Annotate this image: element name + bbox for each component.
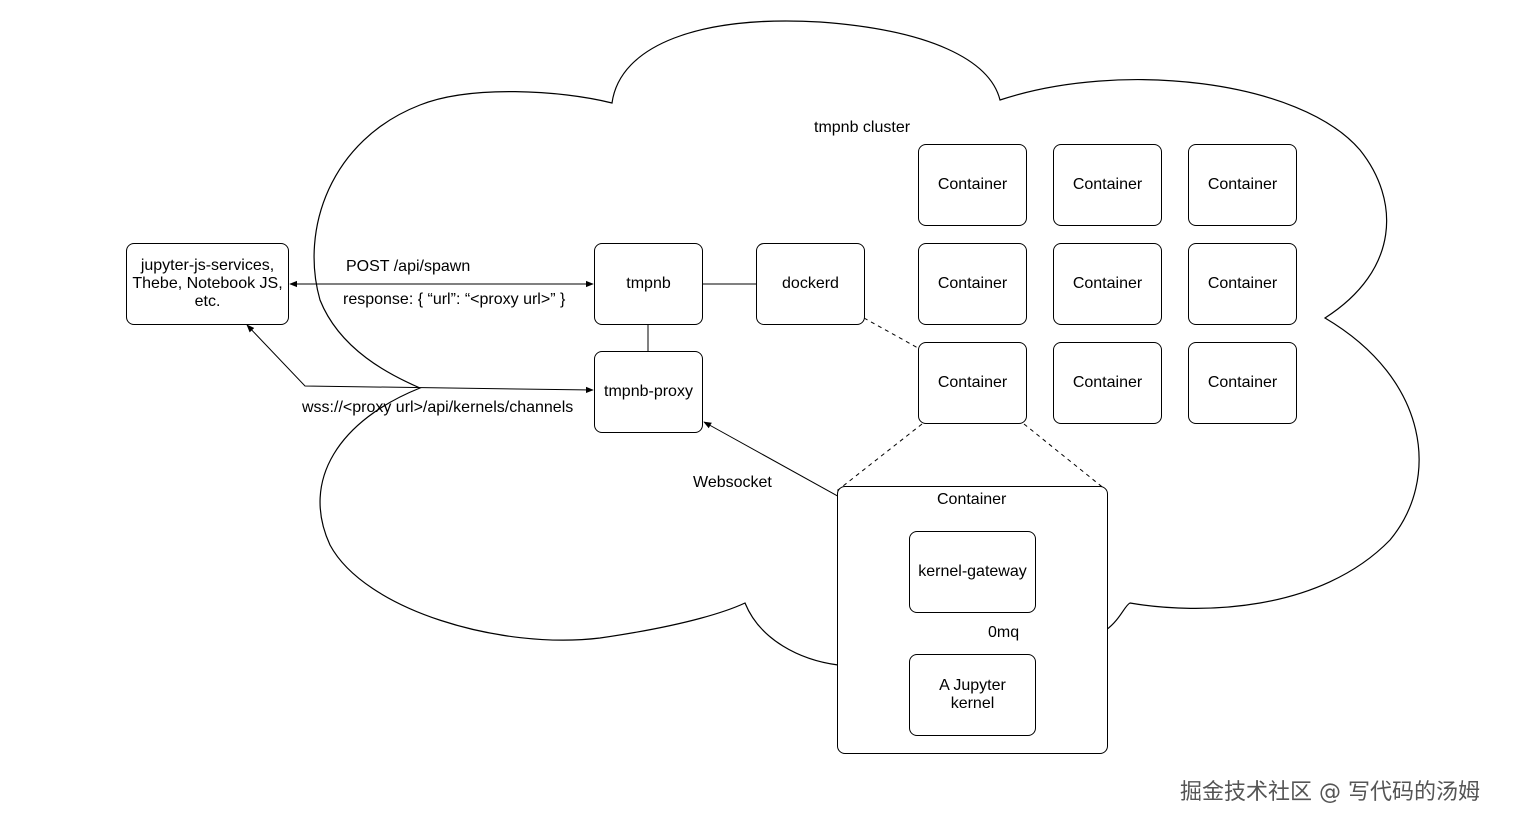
wss-arrow (246, 324, 594, 394)
dockerd-box: dockerd (756, 243, 865, 325)
container-box: Container (918, 144, 1027, 226)
zoom-line-left (837, 423, 923, 491)
kernel-gateway-box: kernel-gateway (909, 531, 1036, 613)
container-box: Container (1053, 342, 1162, 424)
container-box: Container (1188, 144, 1297, 226)
tmpnb-box: tmpnb (594, 243, 703, 325)
client-box: jupyter-js-services, Thebe, Notebook JS,… (126, 243, 289, 325)
response-label: response: { “url”: “<proxy url>” } (343, 291, 566, 308)
dockerd-container-dashed (863, 317, 919, 349)
container-box: Container (1188, 243, 1297, 325)
wss-label: wss://<proxy url>/api/kernels/channels (302, 399, 574, 416)
container-box: Container (1053, 243, 1162, 325)
container-box: Container (918, 243, 1027, 325)
client-line-2: Thebe, Notebook JS, (132, 275, 283, 292)
client-line-1: jupyter-js-services, (140, 257, 275, 274)
kernel-line-1: A Jupyter (939, 677, 1006, 694)
container-box: Container (1053, 144, 1162, 226)
client-line-3: etc. (194, 293, 221, 310)
tmpnb-proxy-box: tmpnb-proxy (594, 351, 703, 433)
zmq-label: 0mq (988, 624, 1020, 641)
kernel-line-2: kernel (950, 695, 995, 712)
websocket-label: Websocket (693, 474, 772, 491)
jupyter-kernel-box: A Jupyter kernel (909, 654, 1036, 736)
post-label: POST /api/spawn (346, 258, 471, 275)
zoom-line-right (1023, 423, 1107, 491)
container-box: Container (918, 342, 1027, 424)
cluster-label: tmpnb cluster (814, 119, 911, 136)
container-box: Container (1188, 342, 1297, 424)
detail-container-title: Container (937, 491, 1007, 508)
watermark: 掘金技术社区 @ 写代码的汤姆 (1180, 780, 1480, 805)
